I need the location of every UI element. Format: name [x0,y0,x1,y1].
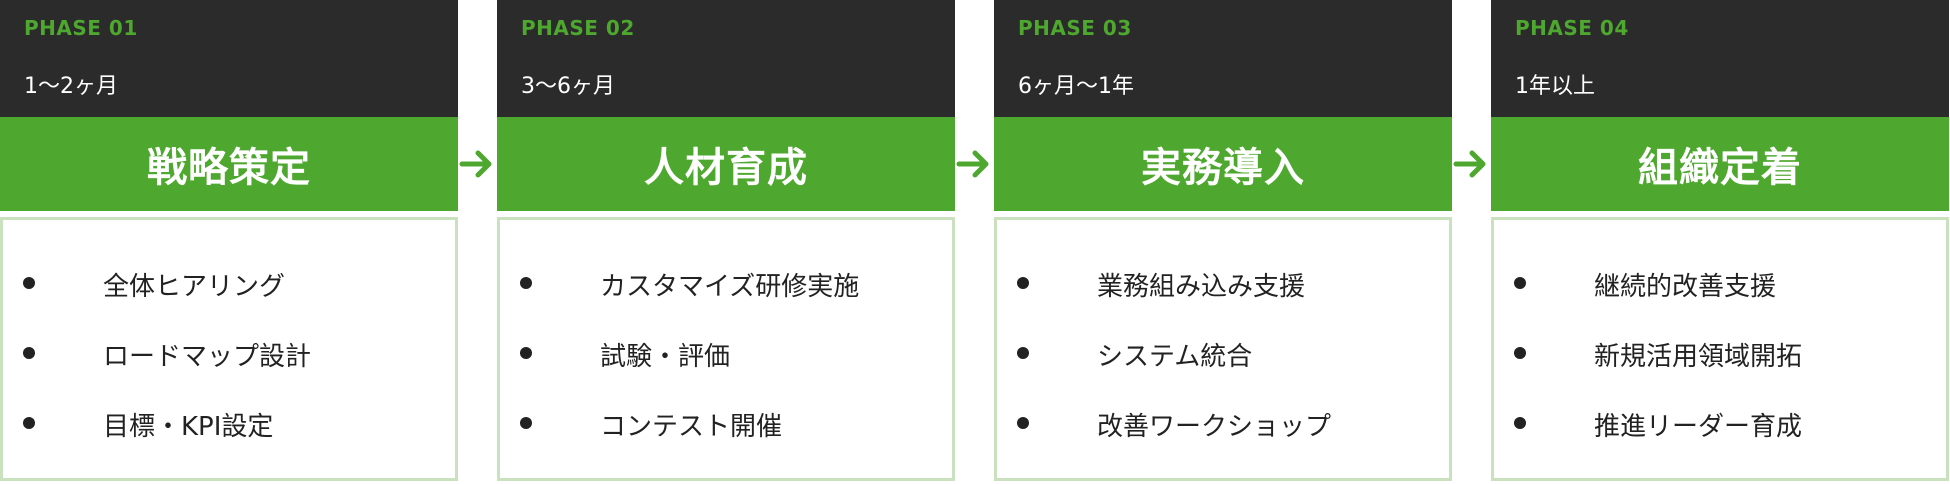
phase-card-02: PHASE 02 3〜6ヶ月 人材育成 カスタマイズ研修実施 試験・評価 コンテ… [497,0,955,484]
task-text: 業務組み込み支援 [1097,272,1306,302]
task-item: システム統合 [997,332,1449,372]
arrow-right-icon [956,150,989,178]
phase-title: 戦略策定 [147,145,311,191]
bullet-icon [1514,347,1526,359]
phase-task-box: カスタマイズ研修実施 試験・評価 コンテスト開催 [497,217,955,481]
task-item: 全体ヒアリング [3,262,455,302]
phase-label: PHASE 01 [24,16,138,40]
phase-header: PHASE 01 1〜2ヶ月 [0,0,458,117]
phase-task-box: 業務組み込み支援 システム統合 改善ワークショップ [994,217,1452,481]
task-item: 業務組み込み支援 [997,262,1449,302]
arrow-right-icon [459,150,492,178]
bullet-icon [520,277,532,289]
task-item: ロードマップ設計 [3,332,455,372]
task-text: コンテスト開催 [600,412,783,442]
phase-label: PHASE 03 [1018,16,1132,40]
phase-header: PHASE 02 3〜6ヶ月 [497,0,955,117]
bullet-icon [23,277,35,289]
phase-card-03: PHASE 03 6ヶ月〜1年 実務導入 業務組み込み支援 システム統合 改善ワ… [994,0,1452,484]
phase-task-box: 全体ヒアリング ロードマップ設計 目標・KPI設定 [0,217,458,481]
phase-title-bar: 人材育成 [497,117,955,211]
bullet-icon [520,347,532,359]
phase-duration: 1年以上 [1515,74,1595,99]
task-text: 目標・KPI設定 [103,412,274,442]
task-item: 試験・評価 [500,332,952,372]
task-text: 全体ヒアリング [103,272,286,302]
bullet-icon [1514,277,1526,289]
task-text: システム統合 [1097,342,1253,372]
task-item: カスタマイズ研修実施 [500,262,952,302]
phase-title: 実務導入 [1141,145,1305,191]
phase-duration: 1〜2ヶ月 [24,74,118,99]
task-item: 目標・KPI設定 [3,402,455,442]
arrow-right-icon [1453,150,1486,178]
bullet-icon [23,417,35,429]
phase-label: PHASE 04 [1515,16,1629,40]
phase-title: 人材育成 [644,145,808,191]
bullet-icon [1017,417,1029,429]
task-text: カスタマイズ研修実施 [600,272,860,302]
phase-label: PHASE 02 [521,16,635,40]
task-text: 継続的改善支援 [1594,272,1777,302]
bullet-icon [1017,347,1029,359]
phase-title-bar: 実務導入 [994,117,1452,211]
task-item: 推進リーダー育成 [1494,402,1946,442]
phase-header: PHASE 03 6ヶ月〜1年 [994,0,1452,117]
task-text: 推進リーダー育成 [1594,412,1803,442]
task-text: 改善ワークショップ [1097,412,1332,442]
phase-card-04: PHASE 04 1年以上 組織定着 継続的改善支援 新規活用領域開拓 推進リー… [1491,0,1949,484]
bullet-icon [1017,277,1029,289]
task-item: コンテスト開催 [500,402,952,442]
phase-card-01: PHASE 01 1〜2ヶ月 戦略策定 全体ヒアリング ロードマップ設計 目標・… [0,0,458,484]
task-item: 改善ワークショップ [997,402,1449,442]
task-item: 新規活用領域開拓 [1494,332,1946,372]
phase-duration: 6ヶ月〜1年 [1018,74,1134,99]
phase-duration: 3〜6ヶ月 [521,74,615,99]
task-text: ロードマップ設計 [103,342,312,372]
bullet-icon [23,347,35,359]
phase-header: PHASE 04 1年以上 [1491,0,1949,117]
phase-title-bar: 組織定着 [1491,117,1949,211]
bullet-icon [1514,417,1526,429]
phase-task-box: 継続的改善支援 新規活用領域開拓 推進リーダー育成 [1491,217,1949,481]
phase-title-bar: 戦略策定 [0,117,458,211]
phase-title: 組織定着 [1638,145,1802,191]
bullet-icon [520,417,532,429]
task-item: 継続的改善支援 [1494,262,1946,302]
task-text: 新規活用領域開拓 [1594,342,1803,372]
task-text: 試験・評価 [600,342,731,372]
